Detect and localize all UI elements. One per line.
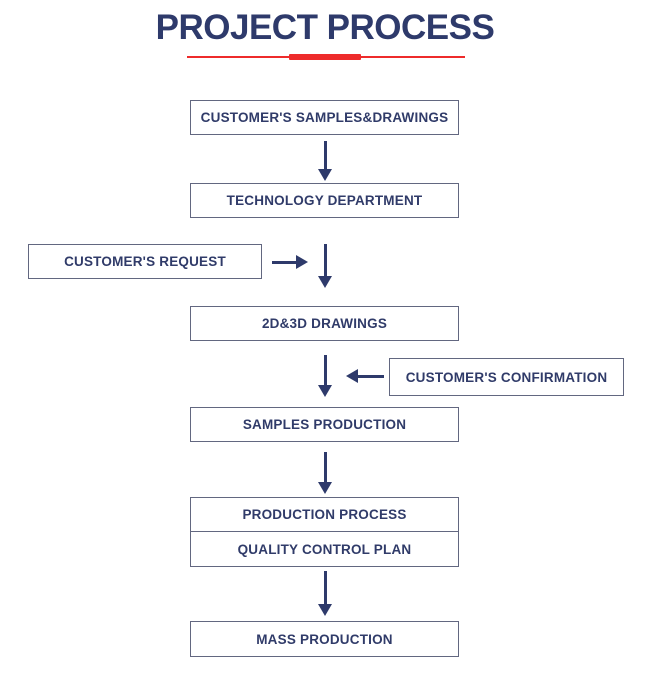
arrow-down-icon <box>318 452 332 494</box>
flow-box-technology-department: TECHNOLOGY DEPARTMENT <box>190 183 459 218</box>
flow-box-production-process: PRODUCTION PROCESS <box>190 497 459 532</box>
flow-box-customers-request: CUSTOMER'S REQUEST <box>28 244 262 279</box>
flow-box-label: SAMPLES PRODUCTION <box>242 417 407 432</box>
flow-box-label: TECHNOLOGY DEPARTMENT <box>226 193 423 208</box>
arrow-down-icon <box>318 571 332 616</box>
flow-box-label: CUSTOMER'S REQUEST <box>64 254 226 269</box>
flow-box-label: MASS PRODUCTION <box>256 631 393 647</box>
arrow-down-icon <box>318 244 332 288</box>
arrow-left-icon <box>346 369 384 383</box>
flow-box-label: 2D&3D DRAWINGS <box>261 316 388 331</box>
arrow-right-icon <box>272 255 308 269</box>
flow-box-samples-production: SAMPLES PRODUCTION <box>190 407 459 442</box>
flow-box-2d-3d-drawings: 2D&3D DRAWINGS <box>190 306 459 341</box>
arrow-down-icon <box>318 355 332 397</box>
arrow-down-icon <box>318 141 332 181</box>
flow-box-customers-confirmation: CUSTOMER'S CONFIRMATION <box>389 358 624 396</box>
title-underline-thick <box>289 54 361 60</box>
flow-box-label: PRODUCTION PROCESS <box>242 507 407 522</box>
flow-box-mass-production: MASS PRODUCTION <box>190 621 459 657</box>
flow-box-label: CUSTOMER'S SAMPLES&DRAWINGS <box>200 110 449 125</box>
flow-box-customers-samples-drawings: CUSTOMER'S SAMPLES&DRAWINGS <box>190 100 459 135</box>
flow-box-label: CUSTOMER'S CONFIRMATION <box>405 369 608 385</box>
flow-box-quality-control-plan: QUALITY CONTROL PLAN <box>190 531 459 567</box>
page-title: PROJECT PROCESS <box>155 8 495 47</box>
flow-box-label: QUALITY CONTROL PLAN <box>237 541 412 557</box>
